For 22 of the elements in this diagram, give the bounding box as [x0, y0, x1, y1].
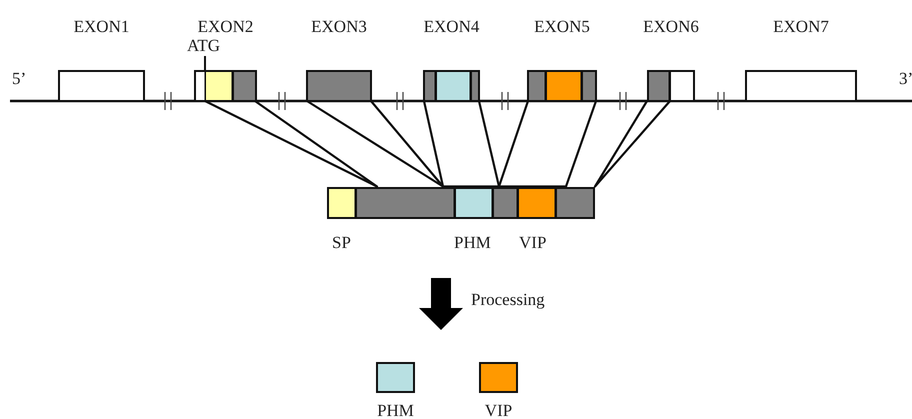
projection-line — [498, 100, 598, 188]
peptide-label: PHM — [454, 234, 491, 251]
peptide-label: SP — [332, 234, 351, 251]
peptide-label: VIP — [519, 234, 546, 251]
process-label: Processing — [471, 291, 545, 308]
exon-label: EXON3 — [311, 18, 367, 35]
start-codon-label: ATG — [187, 37, 220, 54]
peptide-label: VIP — [484, 402, 512, 419]
exon-label: EXON4 — [424, 18, 480, 35]
block-arrow — [419, 278, 463, 330]
exon-label: EXON1 — [74, 18, 130, 35]
projection-line — [204, 100, 378, 188]
strand-end-label: 5’ — [12, 70, 26, 87]
exon-label: EXON2 — [198, 18, 254, 35]
exon-label: EXON6 — [643, 18, 699, 35]
projection-line — [422, 100, 500, 188]
projection-line — [594, 100, 672, 188]
peptide-label: PHM — [377, 402, 414, 419]
projection-line — [306, 100, 444, 188]
exon-label: EXON7 — [773, 18, 829, 35]
strand-end-label: 3’ — [899, 70, 912, 87]
exon-label: EXON5 — [534, 18, 590, 35]
